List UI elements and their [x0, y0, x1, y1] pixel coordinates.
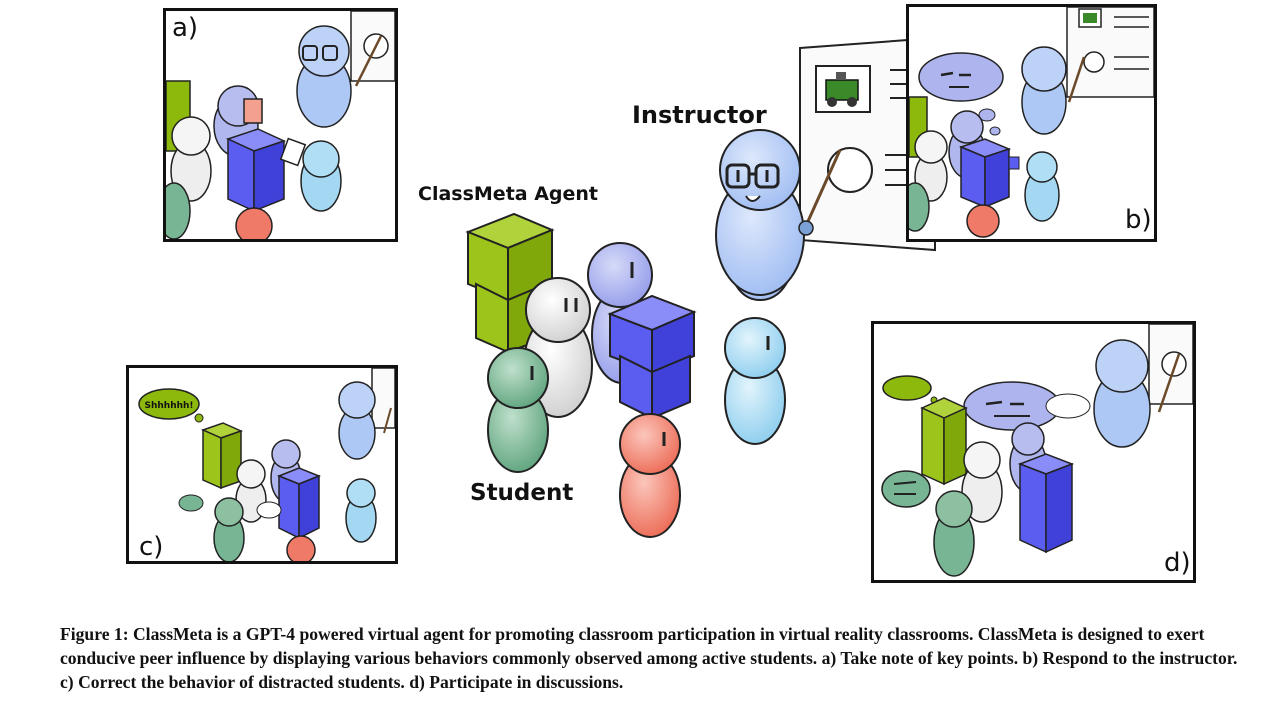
panel-d-illustration [881, 324, 1193, 577]
paper-icon [279, 137, 307, 167]
agent-label: ClassMeta Agent [418, 183, 599, 205]
instructor-avatar [1021, 46, 1067, 135]
student-red [619, 413, 681, 538]
panel-d-label: d) [1164, 548, 1191, 578]
speech-bubble-shh [138, 388, 204, 423]
robot-icon [825, 72, 859, 107]
shh-text: Shhhhhh! [144, 401, 193, 411]
student-label: Student [470, 480, 574, 506]
panel-a-illustration [166, 11, 395, 239]
main-scene-illustration [465, 36, 936, 538]
panel-b-illustration [909, 7, 1154, 238]
instructor-avatar [715, 129, 842, 302]
panel-a-label: a) [172, 13, 199, 43]
student-blue-block [607, 294, 697, 420]
panel-b-label: b) [1125, 205, 1152, 235]
panel-c: Shhhhhh! c) [126, 365, 398, 564]
thought-bubble-green [882, 375, 938, 404]
figure-caption: Figure 1: ClassMeta is a GPT-4 powered v… [60, 624, 1238, 692]
instructor-avatar [296, 25, 352, 128]
panel-d: d) [871, 321, 1196, 583]
panel-c-label: c) [139, 532, 164, 562]
instructor-avatar [1093, 339, 1151, 448]
student-teal [487, 347, 549, 473]
instructor-avatar [338, 381, 376, 460]
student-cyan [724, 317, 786, 445]
panel-b: b) [906, 4, 1157, 242]
instructor-label: Instructor [632, 101, 767, 129]
notepad-icon [243, 98, 263, 124]
whiteboard [799, 36, 936, 252]
thought-bubble-teal [881, 470, 931, 508]
panel-c-illustration: Shhhhhh! [138, 368, 395, 561]
panel-a: a) [163, 8, 398, 242]
thought-bubble [918, 52, 1004, 136]
